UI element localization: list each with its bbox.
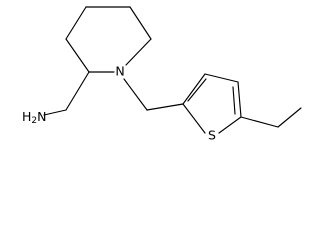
structure-diagram: H2N N S (22, 6, 302, 143)
atom-labels: H2N N S (22, 64, 216, 143)
bond-c5-s-thiophene (218, 116, 242, 134)
bond-c3-c4-thiophene (204, 73, 239, 83)
ring-nitrogen-label: N (115, 64, 124, 79)
amine-h-count: 2 (31, 116, 37, 126)
bond-ch2-thiophene (146, 103, 184, 111)
amine-label: H2N (22, 109, 47, 126)
bond-ch2-nh2 (43, 109, 67, 116)
aminomethyl-branch (43, 71, 90, 116)
bond-ch2-ch3-ethyl (277, 107, 302, 128)
bond-c3-c4 (65, 6, 87, 40)
ethyl-group (240, 107, 302, 128)
bond-n1-ch2 (123, 78, 148, 111)
sulfur-label: S (208, 128, 216, 143)
bond-c5-ch2-ethyl (240, 116, 279, 128)
bond-c6-n1 (125, 38, 152, 66)
amine-h: H (22, 109, 31, 124)
bond-s-c2-thiophene (182, 103, 206, 134)
bond-c4-c5-inner (232, 86, 236, 115)
bond-c5-c6 (129, 6, 152, 40)
bond-c2-ch2 (65, 71, 90, 111)
bond-c2-c3 (65, 38, 90, 73)
methylene-linker (123, 78, 184, 111)
amine-n: N (37, 109, 46, 124)
bond-c2-c3-inner (187, 78, 207, 102)
bond-c2-c3-thiophene (182, 73, 206, 105)
thiophene-ring (182, 73, 242, 134)
piperidine-ring (65, 6, 152, 73)
bond-c4-c5-thiophene (237, 81, 242, 118)
